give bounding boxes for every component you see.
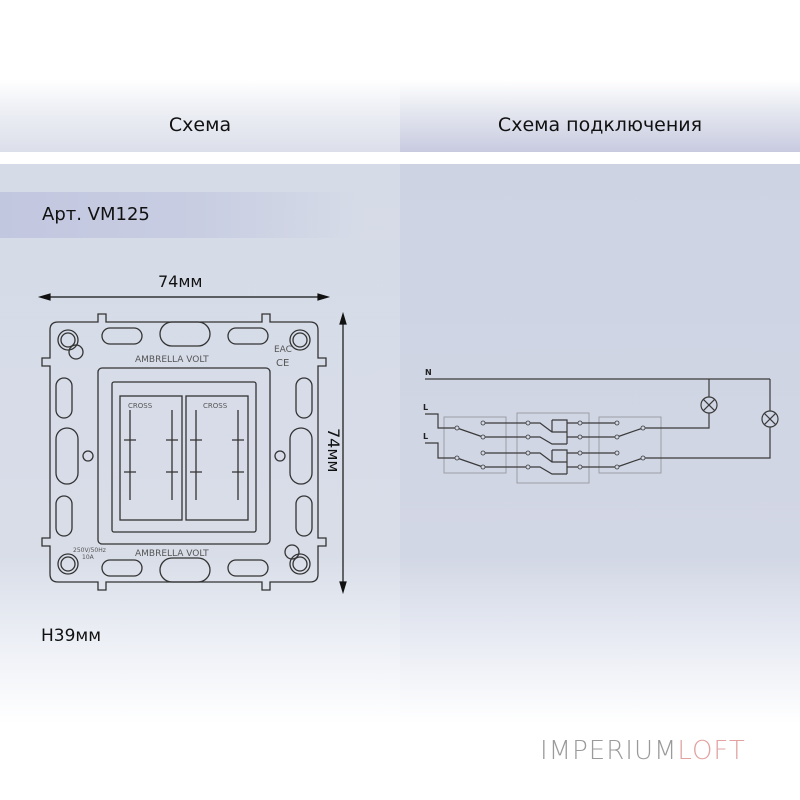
- switch-box-left: [443, 416, 507, 474]
- brand-marking-bottom: AMBRELLA VOLT: [135, 549, 209, 559]
- logo-part-imperium: IMPERIUM: [540, 736, 678, 766]
- switch-box-right: [598, 416, 662, 474]
- width-dimension: 74мм: [158, 272, 203, 291]
- module-label-right: CROSS: [203, 402, 228, 410]
- wiring-panel: [400, 164, 800, 724]
- line-label-2: L: [423, 432, 428, 441]
- device-frame-drawing: AMBRELLA VOLT AMBRELLA VOLT CROSS CROSS …: [41, 313, 327, 591]
- rating-current: 10A: [82, 554, 95, 561]
- depth-dimension: H39мм: [41, 626, 102, 646]
- brand-logo: IMPERIUMLOFT: [540, 736, 746, 766]
- wiring-title: Схема подключения: [497, 114, 703, 136]
- header-left-tab: [0, 80, 400, 152]
- article-band: [0, 192, 360, 238]
- wiring-diagram: N L L: [423, 368, 779, 484]
- ce-mark: CE: [276, 358, 289, 369]
- neutral-label: N: [425, 368, 432, 377]
- brand-marking-top: AMBRELLA VOLT: [135, 355, 209, 365]
- module-label-left: CROSS: [128, 402, 153, 410]
- lamp-2-icon: [761, 410, 779, 428]
- logo-part-loft: LOFT: [677, 736, 746, 766]
- rating-voltage: 250V/50Hz: [73, 547, 106, 554]
- dimension-arrows: [37, 293, 347, 595]
- scheme-title: Схема: [168, 114, 232, 136]
- cross-switch-box: [516, 412, 590, 484]
- scheme-panel: [0, 164, 400, 724]
- eac-mark: EAC: [274, 345, 292, 355]
- header-right-tab: [400, 80, 800, 152]
- line-label-1: L: [423, 403, 428, 412]
- article-number: Арт. VM125: [42, 204, 150, 225]
- lamp-1-icon: [700, 396, 718, 414]
